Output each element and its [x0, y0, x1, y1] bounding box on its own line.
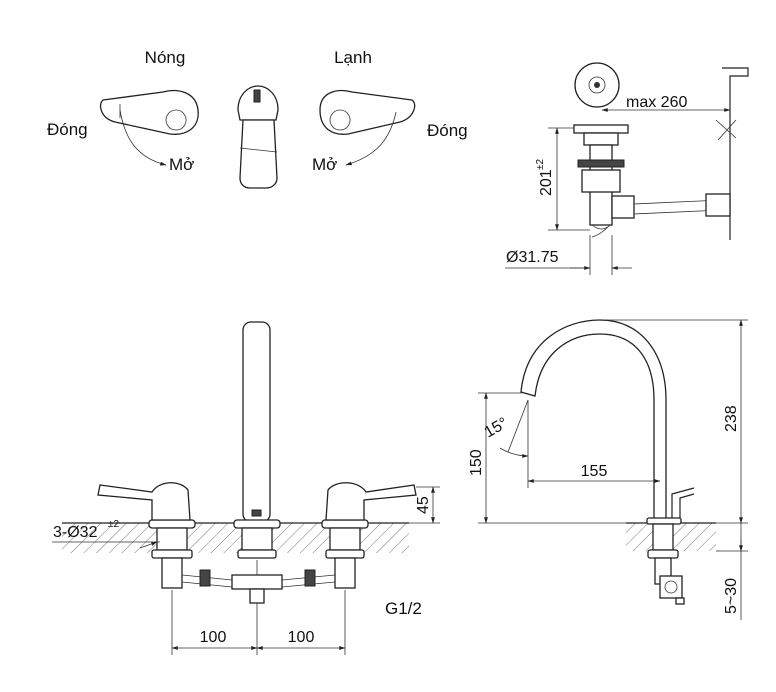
hot-handle	[99, 89, 199, 166]
hot-label: Nóng	[145, 48, 186, 67]
cold-label: Lạnh	[334, 48, 372, 67]
dim-100-left: 100	[200, 629, 227, 646]
cold-handle	[319, 89, 416, 166]
handle-side-view	[237, 85, 279, 189]
dim-100-right: 100	[288, 629, 315, 646]
faucet-side-view: 238 150 15° 155 5~30	[468, 319, 748, 620]
diameter-31-75: Ø31.75	[506, 249, 559, 266]
holes-tolerance: ±2	[108, 519, 119, 530]
drain-assembly-diagram: max 260 201 ±2 Ø31.75	[505, 62, 749, 275]
dim-201-tolerance: ±2	[535, 159, 546, 170]
dim-150: 150	[468, 449, 485, 476]
dim-238: 238	[723, 405, 740, 432]
dim-201: 201	[538, 169, 555, 196]
dim-5-30: 5~30	[723, 578, 740, 614]
dim-155: 155	[581, 463, 608, 480]
holes-3-diameter-32: 3-Ø32	[53, 524, 98, 541]
faucet-front-view: 3-Ø32 ±2 45 G1/2 100 100	[52, 321, 440, 655]
close-left-label: Đóng	[47, 120, 88, 139]
dim-45: 45	[415, 496, 432, 514]
open-left-label: Mở	[169, 155, 194, 174]
handle-operation-diagram: Nóng Lạnh Đóng Đóng Mở Mở	[47, 48, 468, 189]
close-right-label: Đóng	[427, 121, 468, 140]
max-260-label: max 260	[626, 94, 687, 111]
thread-g1-2: G1/2	[385, 599, 422, 618]
open-right-label: Mở	[312, 155, 337, 174]
